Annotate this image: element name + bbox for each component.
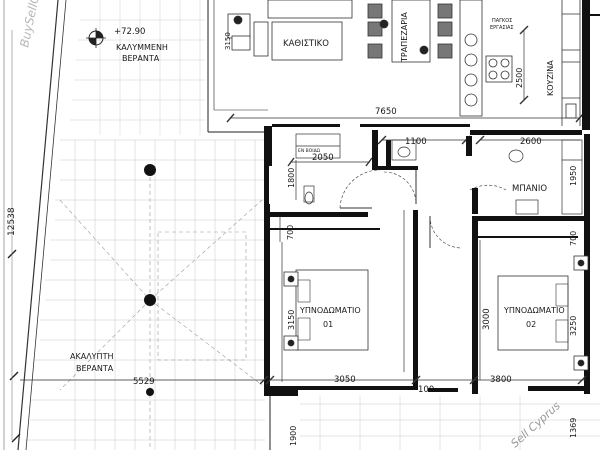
dimension-700a: 700 — [286, 225, 295, 240]
lower-veranda-grid — [300, 396, 600, 450]
wall-segment — [470, 130, 582, 135]
walkin-closet — [295, 133, 341, 159]
dimension-3000: 3000 — [482, 308, 492, 330]
veranda-dashed-lines — [59, 170, 263, 450]
toilet-icon — [303, 185, 315, 205]
watermark-top-left: BuySellCy — [17, 0, 43, 49]
dimension-7650: 7650 — [375, 107, 397, 117]
wall-segment — [588, 14, 600, 16]
wall-segment — [472, 188, 478, 214]
wall-bedroom1-left — [264, 204, 270, 394]
bed-01 — [283, 269, 369, 351]
wall-bedroom1-top — [270, 212, 368, 217]
wall-bottom-right — [528, 386, 590, 391]
covered-veranda-grid — [70, 0, 205, 135]
dimension-1369: 1369 — [569, 418, 578, 438]
wall-segment — [272, 124, 340, 127]
building-edge — [3, 0, 67, 450]
dimension-1800: 1800 — [287, 168, 296, 188]
sofa — [253, 0, 353, 61]
bedroom1-label-b: 01 — [323, 320, 333, 329]
walkin-label: ΕΝ ΒΟΙΔΩ — [298, 148, 321, 154]
wall-segment — [466, 136, 472, 156]
column-dot — [144, 294, 156, 306]
wall-segment — [372, 130, 378, 170]
kitchen-island — [459, 0, 483, 117]
wall-bedroom2-top-inner — [478, 236, 578, 238]
dimension-100: 100 — [418, 385, 434, 395]
worktop-label-1: ΠΑΓΚΟΣ — [492, 18, 512, 24]
dimension-700b: 700 — [569, 231, 578, 246]
open-veranda-label-2: ΒΕΡΑΝΤΑ — [76, 364, 114, 373]
worktop-label-2: ΕΡΓΑΣΙΑΣ — [490, 25, 514, 31]
wall-bedroom1-bottom — [264, 386, 418, 390]
dimension-3050: 3050 — [334, 375, 356, 385]
wall-bottom-left — [264, 390, 298, 396]
wall-bottom-mid — [428, 388, 458, 392]
dimension-line-2050 — [287, 157, 373, 167]
doors — [340, 170, 431, 248]
exterior-wall-right — [584, 134, 590, 224]
bed-02 — [497, 255, 589, 371]
dimension-3800: 3800 — [490, 375, 512, 385]
dimension-2500: 2500 — [515, 68, 524, 88]
column-dot — [146, 388, 154, 396]
living-room-boundary — [207, 0, 268, 133]
bath-fixtures — [508, 139, 583, 215]
wall-bedroom2-top — [478, 216, 584, 221]
wall-segment — [378, 166, 418, 170]
open-veranda-label-1: ΑΚΑΛΥΠΤΗ — [70, 352, 113, 361]
dimension-3150: 3150 — [287, 310, 296, 330]
dimension-line-5529 — [20, 375, 269, 385]
wall-column — [264, 164, 269, 204]
pillows-02 — [555, 283, 569, 343]
armchair — [227, 13, 251, 51]
watermark-bottom-right: Sell Cyprus — [508, 399, 563, 450]
kitchen-counter — [561, 0, 581, 126]
dimension-1950: 1950 — [569, 166, 578, 186]
bedroom1-label-a: ΥΠΝΟΔΩΜΑΤΙΟ — [299, 306, 361, 315]
dimension-line-bottom — [265, 375, 587, 385]
level-marker — [86, 28, 106, 48]
dining-label: ΤΡΑΠΕΖΑΡΙΑ — [400, 12, 409, 63]
dimension-2600: 2600 — [520, 137, 542, 147]
exterior-wall-right — [584, 224, 590, 394]
veranda-paving-grid — [25, 139, 265, 450]
edge-tick-marks — [7, 249, 21, 443]
bedroom2-label-a: ΥΠΝΟΔΩΜΑΤΙΟ — [503, 306, 565, 315]
dimension-12538: 12538 — [7, 207, 17, 236]
exterior-wall-right — [582, 0, 590, 130]
wall-segment — [360, 124, 470, 127]
kitchen-label: ΚΟΥΖΙΝΑ — [546, 60, 555, 96]
covered-veranda-label-2: ΒΕΡΑΝΤΑ — [122, 54, 160, 63]
dimension-line-7650 — [226, 113, 584, 123]
dimension-line-2500 — [519, 25, 529, 105]
wall-bedroom2-left — [472, 216, 478, 394]
cooktop-icon — [485, 55, 513, 83]
column-dot — [144, 164, 156, 176]
covered-veranda-label-1: ΚΑΛΥΜΜΕΝΗ — [116, 43, 168, 52]
dimension-1100: 1100 — [405, 137, 427, 147]
dimension-2050: 2050 — [312, 153, 334, 163]
dimension-3150-top: 3150 — [224, 32, 232, 50]
wall-segment — [386, 140, 391, 170]
pillows-01 — [297, 279, 311, 341]
living-room-label: ΚΑΘΙΣΤΙΚΟ — [283, 39, 329, 49]
dimension-1900: 1900 — [289, 426, 298, 446]
bedroom2-label-b: 02 — [526, 320, 536, 329]
dimension-5529: 5529 — [133, 377, 155, 387]
wall-column — [264, 126, 272, 166]
wall-bedroom1-right — [413, 210, 418, 390]
bath-label: ΜΠΑΝΙΟ — [512, 184, 547, 194]
wall-bedroom1-closet — [270, 228, 380, 230]
level-label: +72.90 — [114, 27, 145, 37]
dining-table — [367, 0, 453, 63]
dimension-3250: 3250 — [569, 316, 578, 336]
